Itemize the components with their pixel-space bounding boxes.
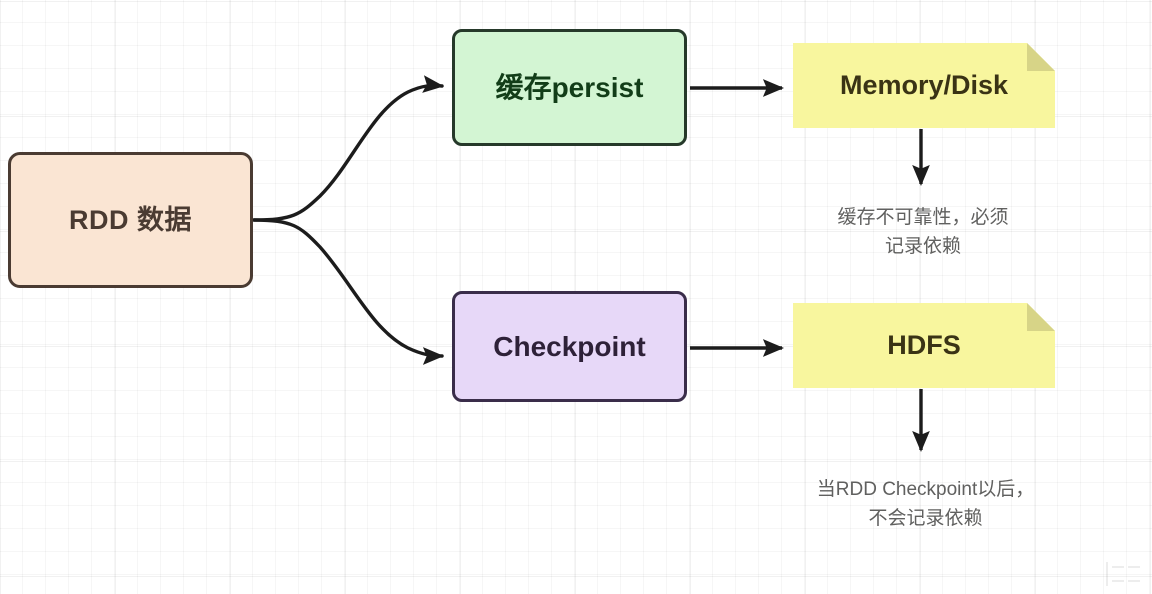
node-rdd-data[interactable]: RDD 数据 — [8, 152, 253, 288]
node-persist[interactable]: 缓存persist — [452, 29, 687, 146]
note-body-shape — [793, 303, 1055, 388]
edge-rdd-to-checkpoint — [252, 218, 445, 365]
caption-checkpoint-no-lineage: 当RDD Checkpoint以后， 不会记录依赖 — [816, 479, 1035, 530]
node-memory-disk-label: Memory/Disk — [839, 70, 1009, 100]
node-hdfs-label: HDFS — [887, 330, 961, 360]
node-rdd-data-label: RDD 数据 — [69, 204, 192, 235]
watermark-mark — [1112, 580, 1124, 582]
node-memory-disk[interactable]: Memory/Disk — [793, 43, 1055, 128]
watermark-mark — [1128, 566, 1140, 568]
note-folded-corner-icon — [1027, 43, 1055, 71]
node-checkpoint-label: Checkpoint — [493, 330, 646, 362]
watermark-mark — [1128, 580, 1140, 582]
caption-cache-unreliable: 缓存不可靠性，必须 记录依赖 — [837, 207, 1009, 258]
node-checkpoint[interactable]: Checkpoint — [452, 291, 687, 402]
node-persist-label: 缓存persist — [495, 71, 644, 103]
corner-watermark-icon — [1106, 562, 1144, 586]
note-folded-corner-icon — [1027, 303, 1055, 331]
note-body-shape — [793, 43, 1055, 128]
node-hdfs[interactable]: HDFS — [793, 303, 1055, 388]
watermark-mark — [1112, 566, 1124, 568]
edge-rdd-to-persist — [252, 75, 445, 222]
watermark-mark — [1106, 562, 1108, 586]
